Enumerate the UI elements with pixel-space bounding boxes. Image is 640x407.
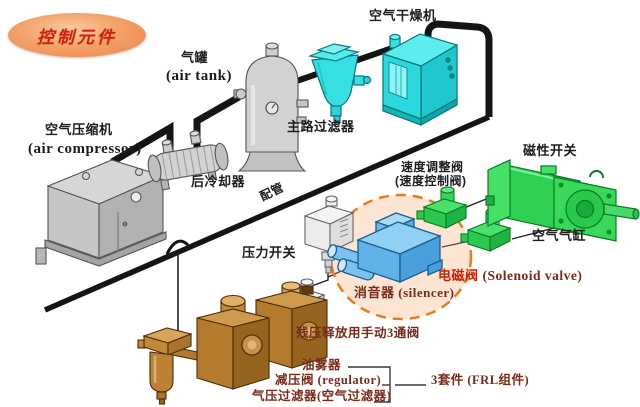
- label-air-cylinder: 空气气缸: [532, 228, 587, 243]
- label-solenoid-en: (Solenoid valve): [482, 268, 583, 283]
- badge-label: 控制元件: [37, 27, 117, 47]
- speed-control-valve: [416, 186, 468, 229]
- label-air-filter: 气压过滤器(空气过滤器): [252, 389, 392, 403]
- label-compressor-cn: 空气压缩机: [45, 122, 113, 137]
- label-silencer: 消音器 (silencer): [354, 285, 455, 300]
- label-speed-valve-line2: (速度控制阀): [395, 174, 467, 188]
- label-solenoid-cn: 电磁阀: [438, 268, 479, 283]
- frl-bracket: [348, 366, 426, 403]
- pipe-branch-arc: [165, 239, 190, 255]
- air-filter-bowl: [137, 327, 198, 405]
- label-lubricator: 油雾器: [302, 358, 342, 372]
- air-compressor: [35, 159, 167, 267]
- main-line-filter: [307, 43, 372, 124]
- label-air-tank-en: (air tank): [166, 68, 232, 84]
- air-dryer: [381, 33, 459, 127]
- frl-unit: [137, 281, 328, 405]
- label-air-dryer: 空气干燥机: [369, 8, 437, 23]
- label-air-tank-cn: 气罐: [181, 50, 209, 65]
- line-pressure-switch-to-3way: [308, 272, 329, 288]
- regulator: [196, 294, 270, 390]
- pipe-main-line: [43, 114, 491, 313]
- label-aftercooler: 后冷却器: [191, 174, 246, 189]
- label-regulator: 减压阀 (regulator): [275, 373, 382, 387]
- solenoid-valve: [327, 212, 443, 284]
- label-compressor-en: (air compressor): [28, 141, 142, 157]
- air-cylinder: [485, 159, 640, 242]
- label-solenoid: 电磁阀(Solenoid valve): [438, 268, 583, 284]
- pipe-dryer-loop: [424, 20, 493, 117]
- label-speed-valve-line1: 速度调整阀: [401, 160, 464, 174]
- label-main-filter: 主路过滤器: [287, 119, 355, 134]
- label-manual-3way-valve: 残压释放用手动3通阀: [296, 326, 420, 340]
- pipe-aftercooler-to-tank: [193, 93, 241, 147]
- label-frl-set: 3套件 (FRL组件): [431, 373, 530, 387]
- aftercooler: [147, 130, 229, 191]
- air-tank: [233, 42, 309, 172]
- label-pressure-switch: 压力开关: [242, 245, 297, 260]
- control-elements-badge: 控制元件: [8, 13, 146, 57]
- label-magnetic-switch: 磁性开关: [523, 143, 578, 158]
- pressure-switch: [303, 195, 355, 274]
- silencer-mufflers: [327, 244, 375, 281]
